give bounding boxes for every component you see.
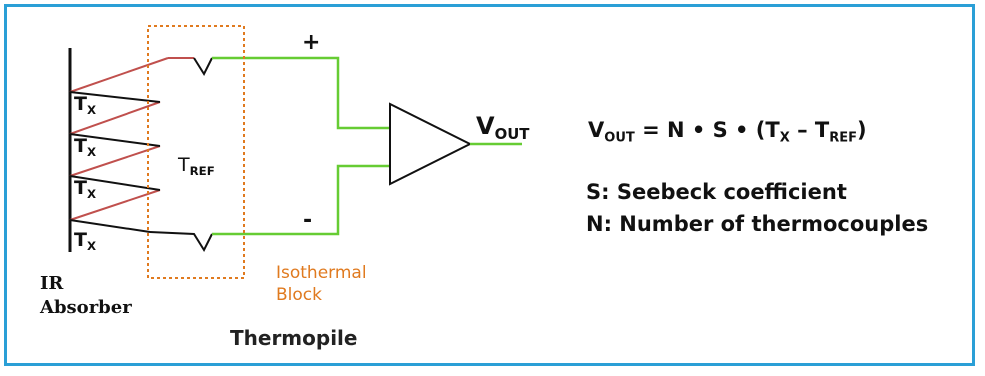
top-lead-junction xyxy=(193,57,213,77)
plus-sign: + xyxy=(302,30,321,55)
black-wire-4 xyxy=(69,219,151,233)
vout-equation: VOUT = N • S • (TX – TREF) xyxy=(588,118,867,146)
black-wire-2 xyxy=(69,133,161,147)
vout-label: VOUT xyxy=(476,112,530,144)
red-wire-1 xyxy=(69,57,169,93)
thermocouple-black-wires xyxy=(69,91,161,233)
thermocouple-red-wires xyxy=(69,57,169,221)
legend-seebeck: S: Seebeck coefficient xyxy=(586,180,847,204)
diagram-frame xyxy=(4,4,975,366)
red-wire-2 xyxy=(69,101,161,135)
black-wire-1 xyxy=(69,91,161,103)
red-wire-3 xyxy=(69,145,161,177)
bottom-lead-green xyxy=(212,164,390,236)
amplifier-triangle xyxy=(389,102,473,186)
red-wire-4 xyxy=(69,189,161,221)
tx-label-1: TX xyxy=(74,93,97,118)
legend-thermocouples: N: Number of thermocouples xyxy=(586,212,929,236)
thermopile-label: Thermopile xyxy=(230,326,358,350)
isothermal-block xyxy=(147,25,245,279)
tx-label-4: TX xyxy=(74,229,97,254)
top-lead-green xyxy=(212,56,390,130)
tx-label-2: TX xyxy=(74,135,97,160)
tx-label-3: TX xyxy=(74,177,97,202)
bottom-lead-black xyxy=(149,231,213,253)
tref-label: TREF xyxy=(178,154,215,179)
black-wire-3 xyxy=(69,175,161,191)
minus-sign: - xyxy=(303,208,313,233)
